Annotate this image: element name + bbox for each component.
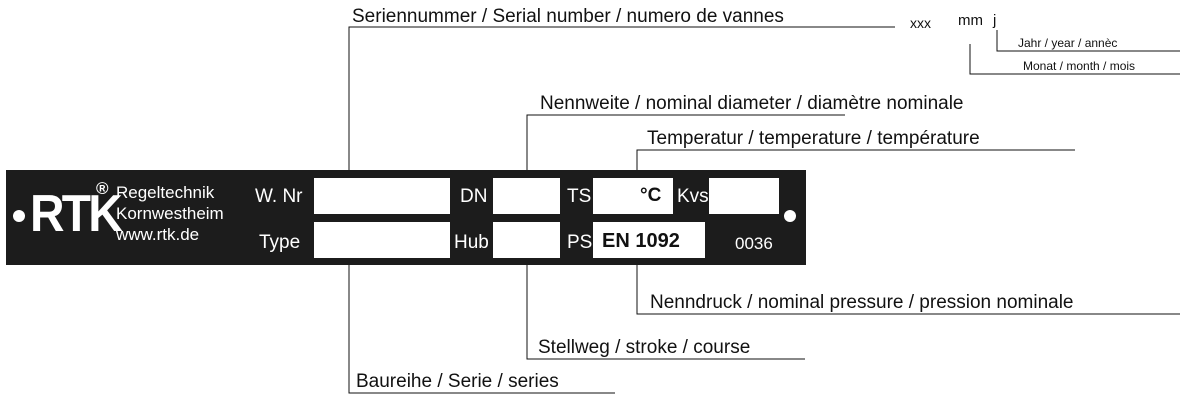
degc-unit: °C xyxy=(640,185,662,206)
hub-label: Hub xyxy=(454,232,489,253)
stroke-leader xyxy=(526,258,805,360)
registered-mark: ® xyxy=(96,179,109,198)
rtk-logo: RTK xyxy=(30,185,123,243)
company-line-1: Regeltechnik xyxy=(116,183,215,202)
kvs-field xyxy=(709,178,779,214)
mounting-hole-right xyxy=(784,210,796,222)
temperature-label: Temperatur / temperature / température xyxy=(647,128,980,149)
ps-label: PS xyxy=(567,232,593,253)
month-leader xyxy=(969,44,1180,75)
stroke-label: Stellweg / stroke / course xyxy=(538,337,751,358)
type-label: Type xyxy=(259,232,301,253)
dn-field xyxy=(493,178,560,214)
hub-field xyxy=(493,222,560,258)
company-line-3: www.rtk.de xyxy=(116,225,200,244)
en-1092-standard: EN 1092 xyxy=(602,230,680,252)
serial-format-j: j xyxy=(993,12,997,29)
serial-number-field xyxy=(314,178,450,214)
serial-format-mm: mm xyxy=(958,12,983,29)
nominal-diameter-label: Nennweite / nominal diameter / diamètre … xyxy=(540,93,964,114)
ps-field xyxy=(593,222,705,258)
nominal-pressure-leader xyxy=(636,258,1180,315)
serial-leader xyxy=(348,26,895,180)
serial-label: Seriennummer / Serial number / numero de… xyxy=(352,6,784,27)
nominal-pressure-label: Nenndruck / nominal pressure / pression … xyxy=(650,292,1074,313)
series-leader xyxy=(348,258,615,394)
wnr-label: W. Nr xyxy=(255,186,303,207)
series-label: Baureihe / Serie / series xyxy=(356,371,559,392)
type-field xyxy=(314,222,450,258)
company-line-2: Kornwestheim xyxy=(116,204,224,223)
dn-label: DN xyxy=(460,186,488,207)
nominal-diameter-leader xyxy=(526,114,845,180)
ts-field xyxy=(593,178,673,214)
year-label: Jahr / year / annèc xyxy=(1018,36,1118,50)
mounting-hole-left xyxy=(13,210,25,222)
month-label: Monat / month / mois xyxy=(1023,59,1136,73)
ce-number: 0036 xyxy=(735,234,773,253)
kvs-label: Kvs xyxy=(677,186,709,207)
serial-format-xxx: xxx xyxy=(910,15,931,31)
year-leader xyxy=(996,30,1180,52)
ts-label: TS xyxy=(567,186,592,207)
